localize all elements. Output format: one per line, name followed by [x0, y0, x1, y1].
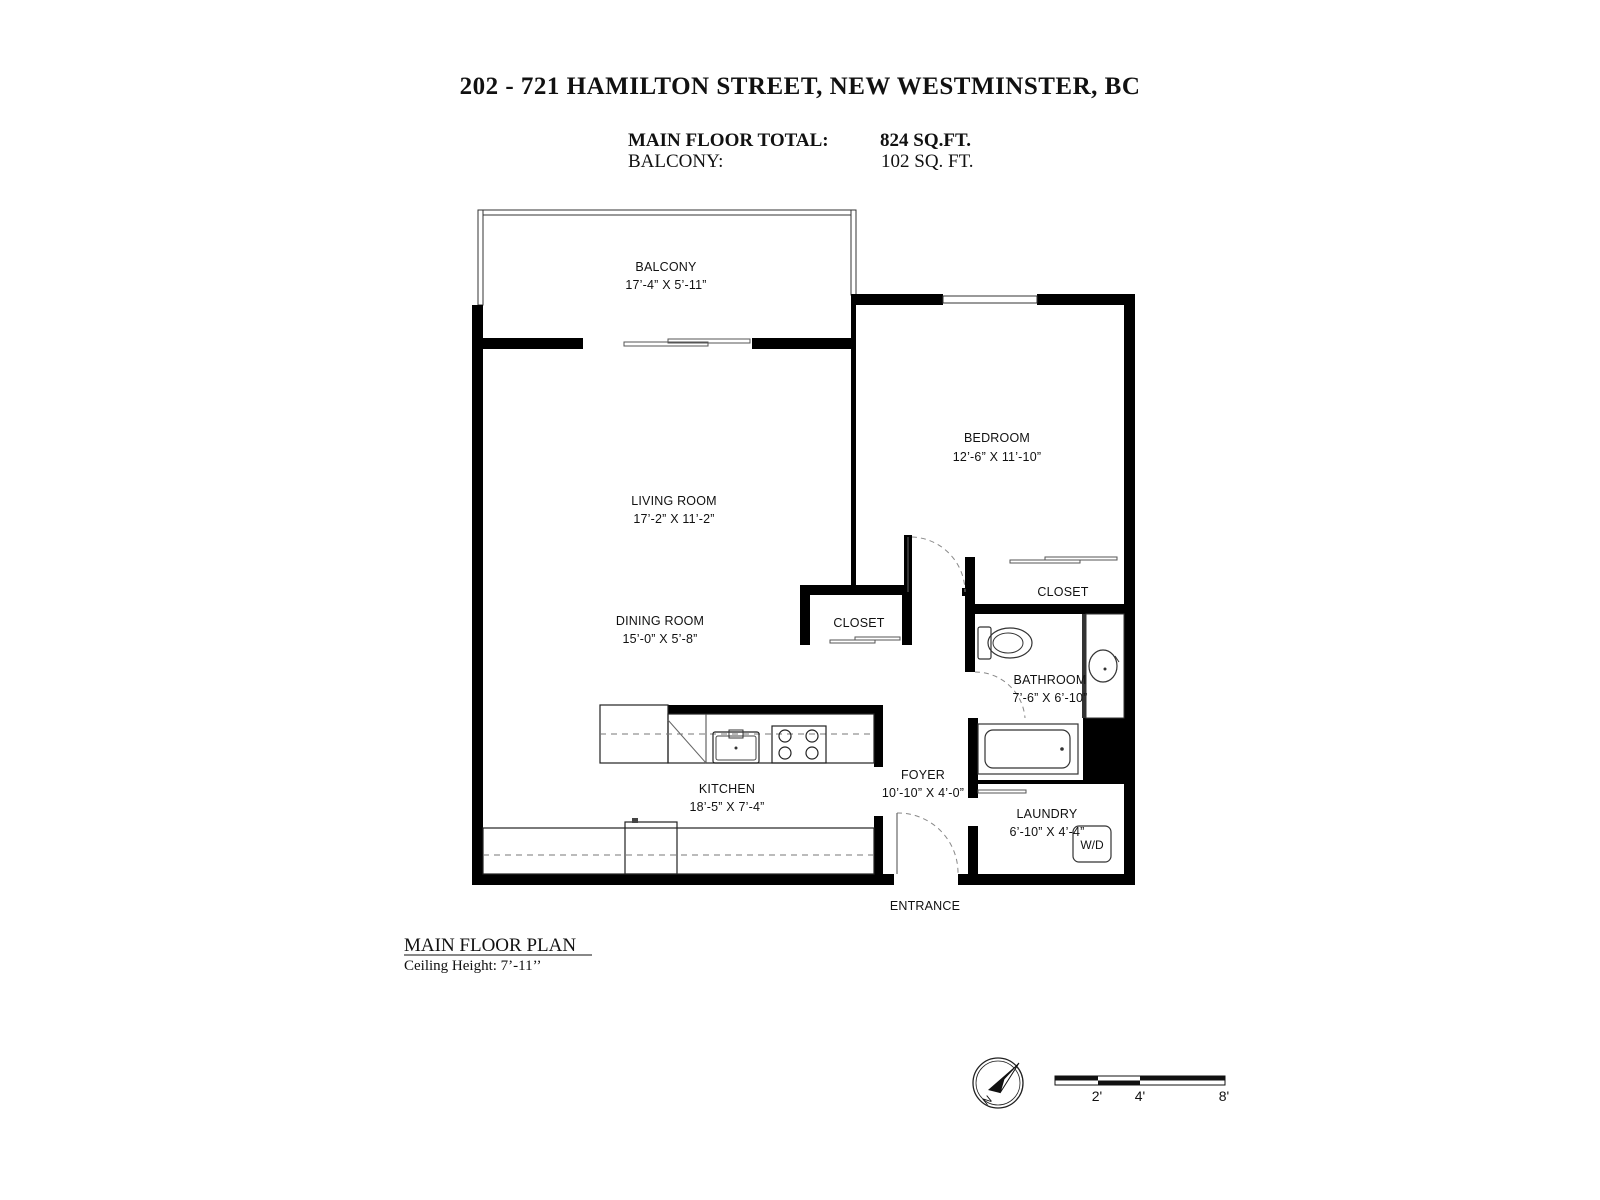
- kitchen-counters: [482, 704, 875, 875]
- bedroom-size: 12’-6” X 11’-10”: [953, 450, 1041, 464]
- plan-footer: MAIN FLOOR PLAN Ceiling Height: 7’-11’’: [404, 935, 592, 974]
- scale-label-4ft: 4': [1135, 1088, 1145, 1104]
- balcony-area-value: 102 SQ. FT.: [881, 151, 974, 172]
- bedroom-label: BEDROOM: [964, 431, 1030, 445]
- balcony-size: 17’-4” X 5’-11”: [625, 278, 706, 292]
- room-labels: BALCONY 17’-4” X 5’-11” LIVING ROOM 17’-…: [616, 260, 1104, 913]
- address-title: 202 - 721 HAMILTON STREET, NEW WESTMINST…: [460, 73, 1141, 100]
- bedroom-closet-sliding-door: [1009, 556, 1118, 564]
- laundry-label: LAUNDRY: [1017, 807, 1078, 821]
- stove-icon: [771, 725, 827, 764]
- kitchen-size: 18’-5” X 7’-4”: [689, 800, 764, 814]
- scale-label-8ft: 8': [1219, 1088, 1229, 1104]
- bedroom-closet-label: CLOSET: [1037, 585, 1088, 599]
- foyer-size: 10’-10” X 4’-0”: [882, 786, 964, 800]
- washer-dryer-icon: [1072, 825, 1112, 863]
- dining-room-label: DINING ROOM: [616, 614, 704, 628]
- bathroom-sink-icon: [1085, 613, 1125, 719]
- washer-dryer-label: W/D: [1080, 838, 1104, 852]
- bathroom-label: BATHROOM: [1014, 673, 1087, 687]
- foyer-label: FOYER: [901, 768, 945, 782]
- main-floor-total-value: 824 SQ.FT.: [880, 130, 971, 151]
- toilet-icon: [977, 626, 1033, 660]
- plan-title: MAIN FLOOR PLAN: [404, 935, 576, 956]
- balcony-sliding-door: [623, 338, 751, 347]
- entrance-label: ENTRANCE: [890, 899, 960, 913]
- compass-icon: N: [972, 1057, 1024, 1109]
- header: 202 - 721 HAMILTON STREET, NEW WESTMINST…: [460, 73, 1141, 172]
- ceiling-height: Ceiling Height: 7’-11’’: [404, 958, 541, 974]
- hall-closet-sliding-door: [829, 636, 901, 644]
- balcony-label: BALCONY: [635, 260, 697, 274]
- dining-room-size: 15’-0” X 5’-8”: [622, 632, 697, 646]
- laundry-door: [977, 789, 1027, 794]
- scale-bar: 2' 4' 8': [1054, 1075, 1229, 1104]
- bathroom-size: 7’-6” X 6’-10”: [1012, 691, 1087, 705]
- balcony-area-label: BALCONY:: [628, 151, 723, 172]
- compass-north-label: N: [981, 1094, 995, 1108]
- hall-closet-label: CLOSET: [833, 616, 884, 630]
- living-room-label: LIVING ROOM: [631, 494, 717, 508]
- kitchen-label: KITCHEN: [699, 782, 755, 796]
- living-room-size: 17’-2” X 11’-2”: [633, 512, 714, 526]
- bathtub-icon: [977, 723, 1079, 775]
- kitchen-sink-icon: [712, 729, 760, 764]
- door-swings: [896, 536, 1026, 875]
- scale-label-2ft: 2': [1092, 1088, 1102, 1104]
- main-floor-total-label: MAIN FLOOR TOTAL:: [628, 130, 829, 151]
- walls: [472, 294, 1135, 885]
- laundry-size: 6’-10” X 4’-4”: [1009, 825, 1084, 839]
